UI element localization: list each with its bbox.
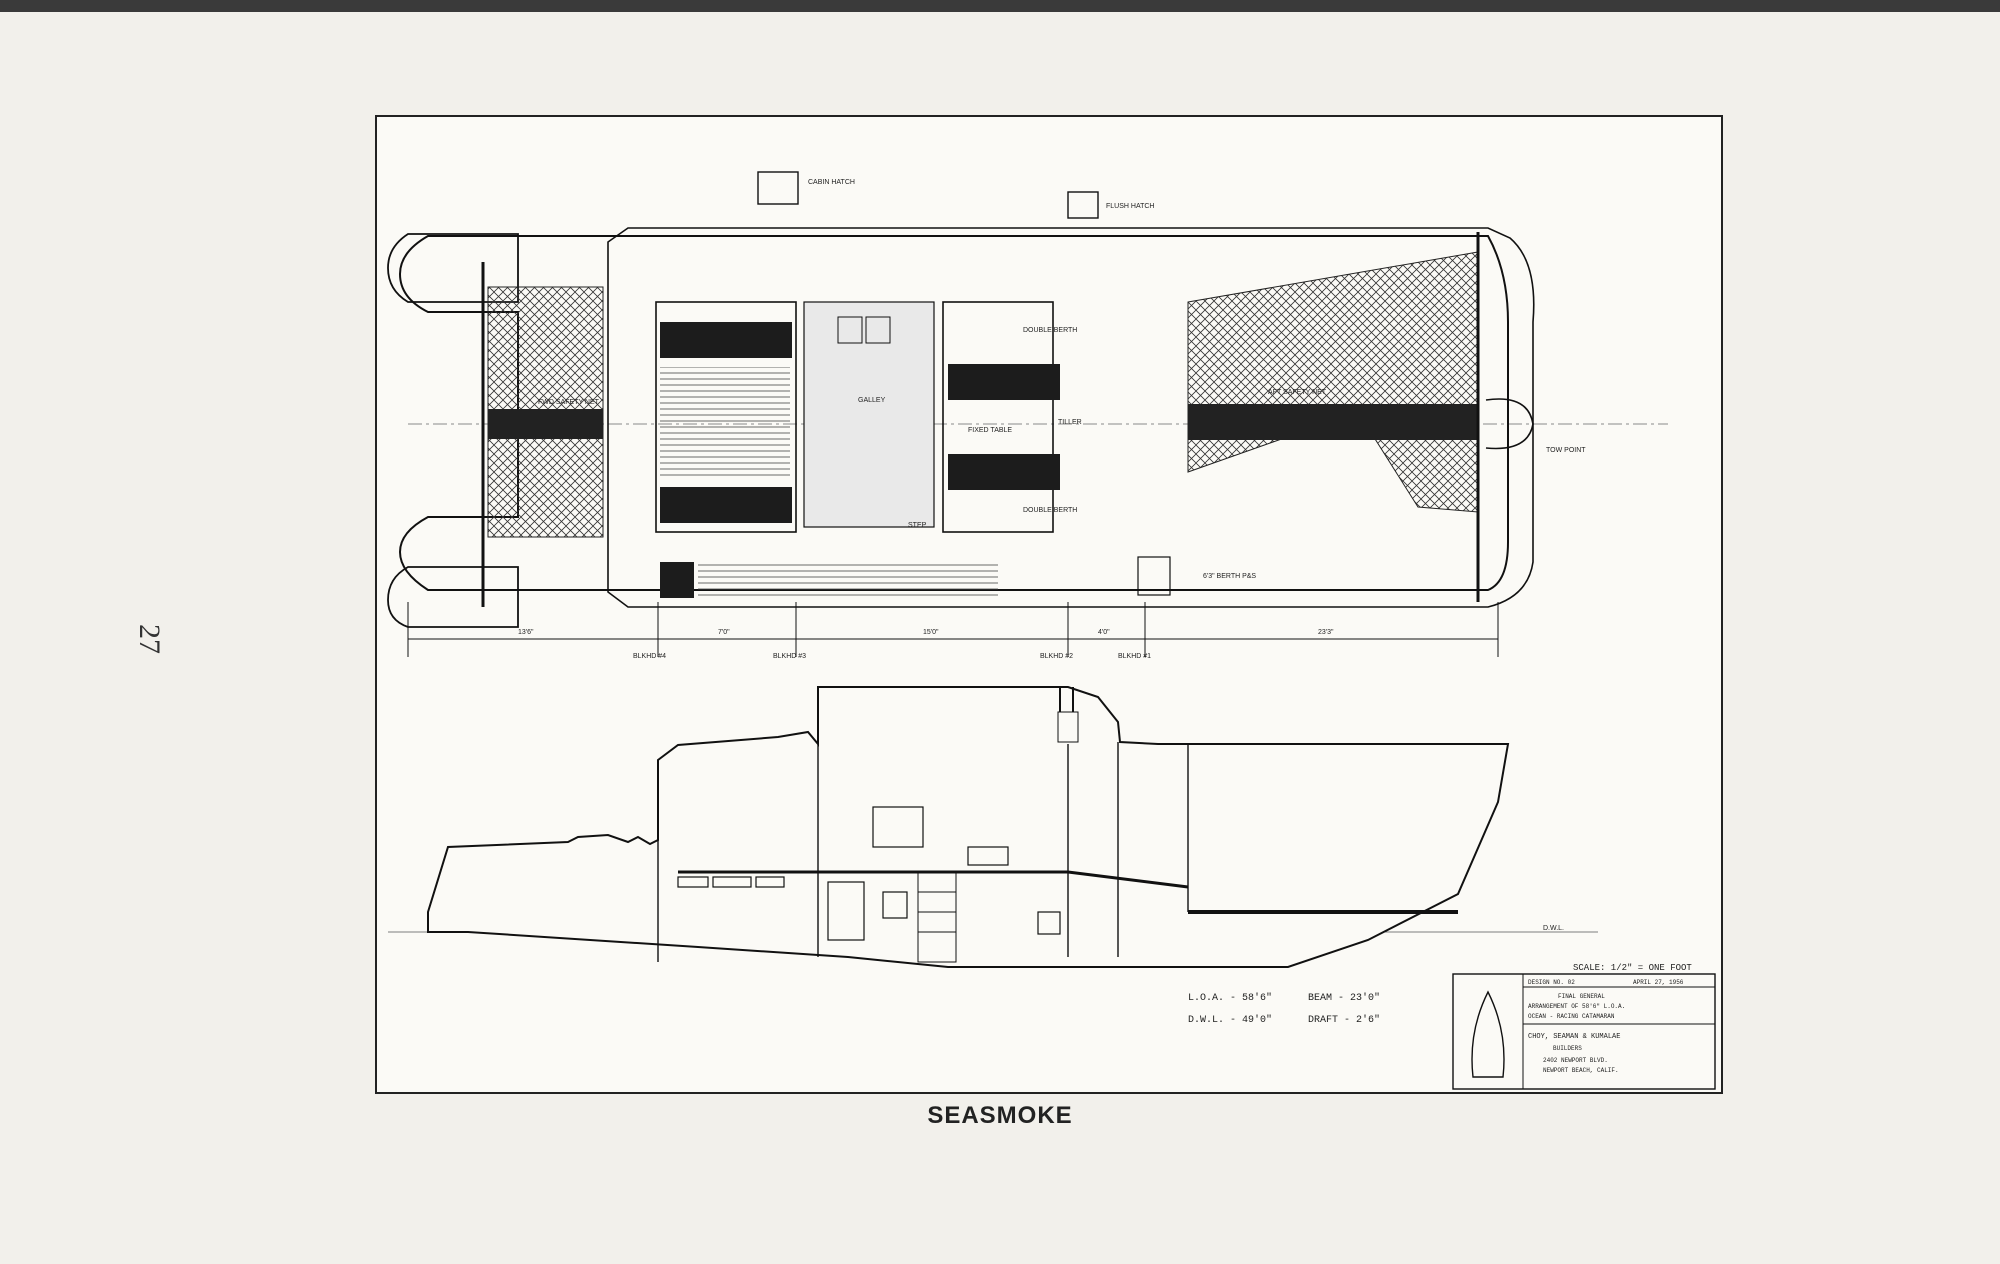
bulkhead-1-label: BLKHD #1	[1118, 653, 1151, 660]
cabin-hatch-label: CABIN HATCH	[808, 179, 855, 186]
title-line-3: OCEAN - RACING CATAMARAN	[1528, 1013, 1615, 1020]
tiller-label: TILLER	[1058, 419, 1082, 426]
figure-caption: SEASMOKE	[927, 1102, 1073, 1129]
dwl-mark: D.W.L.	[1543, 925, 1564, 932]
fixed-table-label: FIXED TABLE	[968, 427, 1012, 434]
dimension-3: 15'0"	[923, 629, 939, 636]
aft-berth-label: 6'3" BERTH P&S	[1203, 573, 1256, 580]
aft-net-label: AFT SAFETY NET	[1268, 389, 1327, 396]
galley-label: GALLEY	[858, 397, 886, 404]
dimension-5: 23'3"	[1318, 629, 1334, 636]
address-line-2: NEWPORT BEACH, CALIF.	[1543, 1067, 1619, 1074]
address-line-1: 2402 NEWPORT BLVD.	[1543, 1057, 1608, 1064]
scale-note: SCALE: 1/2" = ONE FOOT	[1573, 963, 1692, 973]
designer-logo	[1471, 990, 1505, 1078]
plan-view: FWD SAFETY NET AFT SAFETY NET TOW POINT …	[387, 171, 1668, 660]
page-number: 27	[133, 624, 166, 654]
flush-hatch-label: FLUSH HATCH	[1106, 203, 1154, 210]
title-block: SCALE: 1/2" = ONE FOOT DESIGN NO. 02 APR…	[1452, 963, 1716, 1090]
spec-dwl: D.W.L. - 49'0"	[1188, 1014, 1272, 1026]
design-number: DESIGN NO. 02	[1528, 979, 1575, 986]
profile-view: D.W.L.	[388, 686, 1598, 968]
spec-loa: L.O.A. - 58'6"	[1188, 992, 1272, 1004]
double-berth-aft-label: DOUBLE BERTH	[1023, 507, 1077, 514]
dimension-2: 7'0"	[718, 629, 730, 636]
scan-top-edge	[0, 0, 2000, 12]
bulkhead-3-label: BLKHD #3	[773, 653, 806, 660]
drawing-date: APRIL 27, 1956	[1633, 979, 1684, 986]
spec-beam: BEAM - 23'0"	[1308, 992, 1380, 1004]
firm-name: CHOY, SEAMAN & KUMALAE	[1528, 1033, 1620, 1041]
plan-drawing: FWD SAFETY NET AFT SAFETY NET TOW POINT …	[375, 115, 1723, 1094]
double-berth-fwd-label: DOUBLE BERTH	[1023, 327, 1077, 334]
title-line-1: FINAL GENERAL	[1558, 993, 1605, 1000]
bulkhead-4-label: BLKHD #4	[633, 653, 666, 660]
title-line-2: ARRANGEMENT OF 58'6" L.O.A.	[1528, 1003, 1625, 1010]
spec-draft: DRAFT - 2'6"	[1308, 1014, 1380, 1026]
bulkhead-2-label: BLKHD #2	[1040, 653, 1073, 660]
dimension-1: 13'6"	[518, 629, 534, 636]
firm-subtitle: BUILDERS	[1553, 1045, 1582, 1052]
step-label: STEP	[908, 522, 927, 529]
fwd-net-label: FWD SAFETY NET	[538, 399, 600, 406]
specifications: L.O.A. - 58'6" D.W.L. - 49'0" BEAM - 23'…	[1188, 992, 1380, 1026]
tow-point-label: TOW POINT	[1546, 447, 1586, 454]
dimension-4: 4'0"	[1098, 629, 1110, 636]
